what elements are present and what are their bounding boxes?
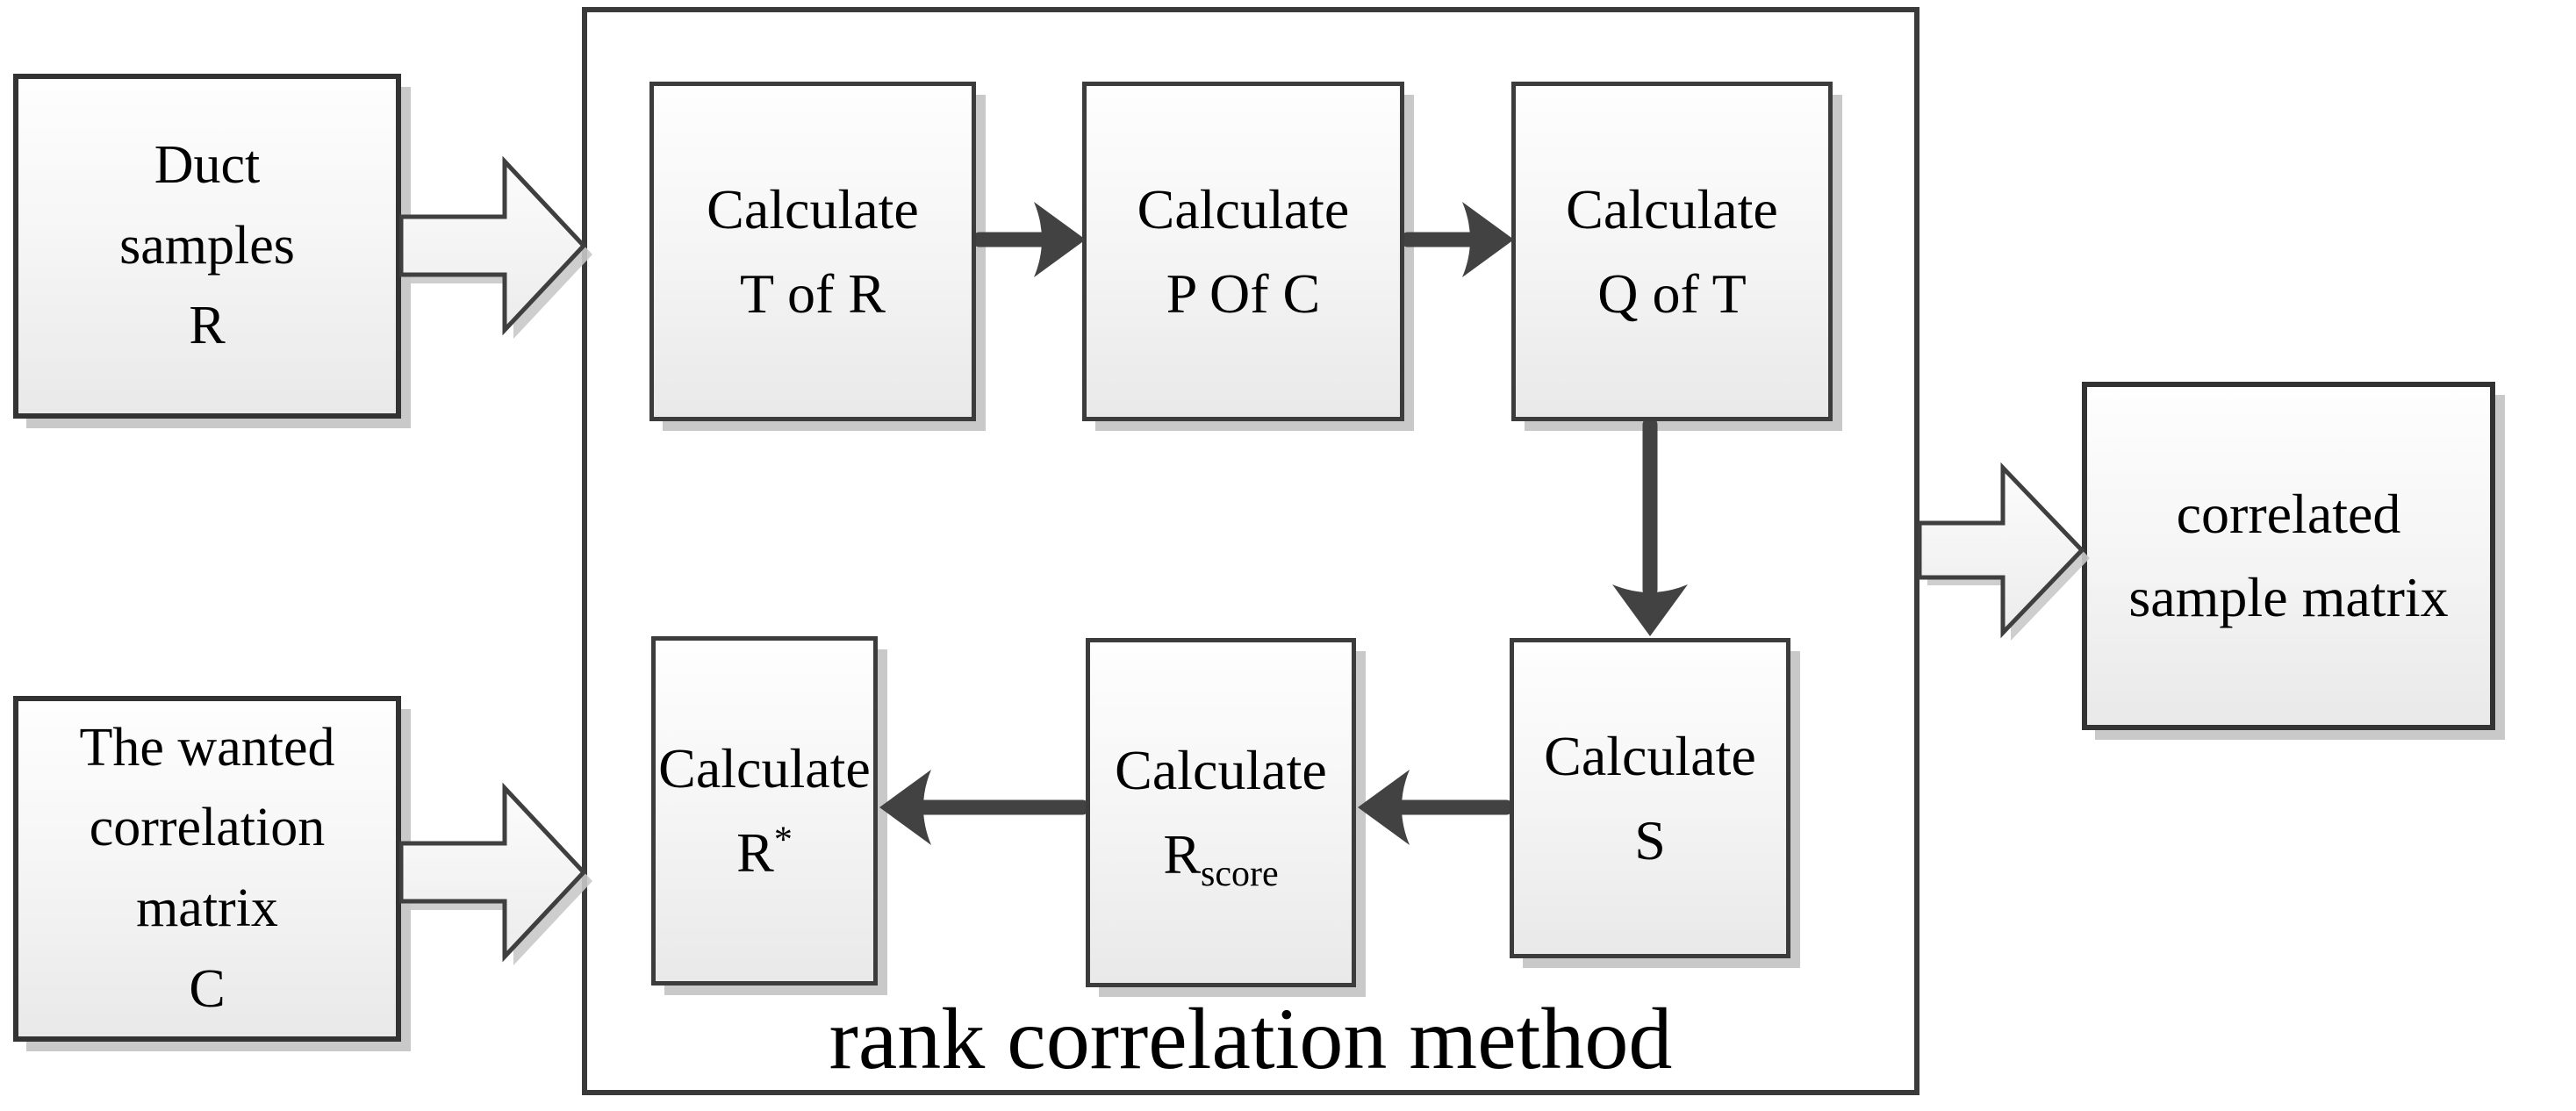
subscript: score (1201, 853, 1279, 894)
node-calc-s: Calculate S (1510, 638, 1790, 958)
node-line: Calculate (707, 177, 919, 240)
node-line: Calculate (658, 737, 871, 799)
node-calc-t-of-r: Calculate T of R (649, 82, 976, 421)
node-line: Calculate (1566, 177, 1778, 240)
arrow-left-rscore-to-rstar-icon (879, 770, 1086, 845)
node-line: Rscore (1163, 823, 1279, 894)
node-calc-q-of-t: Calculate Q of T (1511, 82, 1833, 421)
output-box-correlated-sample-matrix: correlated sample matrix (2082, 382, 2495, 730)
box-line: correlated (2176, 482, 2401, 545)
node-line: Calculate (1137, 177, 1350, 240)
frame-label: rank correlation method (829, 990, 1673, 1087)
node-line: R* (736, 820, 793, 884)
arrow-left-s-to-rscore-icon (1358, 770, 1510, 845)
superscript: * (773, 820, 793, 861)
node-calc-r-star: Calculate R* (651, 636, 878, 986)
arrow-right-t-to-p-icon (976, 202, 1086, 277)
box-line: matrix (136, 878, 278, 938)
node-line: T of R (740, 262, 886, 325)
node-line: Q of T (1597, 262, 1747, 325)
hollow-arrow-duct-to-frame-icon (399, 155, 592, 339)
hollow-arrow-frame-to-output-icon (1918, 462, 2090, 641)
input-box-duct-samples: Duct samples R (13, 74, 401, 419)
input-box-wanted-correlation-matrix: The wanted correlation matrix C (13, 696, 401, 1042)
hollow-arrow-wanted-to-frame-icon (399, 782, 592, 965)
box-line: R (189, 296, 226, 356)
node-line: S (1634, 808, 1666, 871)
box-line: sample matrix (2128, 565, 2449, 628)
node-calc-r-score: Calculate Rscore (1086, 638, 1356, 987)
node-line: P Of C (1166, 262, 1321, 325)
box-line: Duct (154, 134, 261, 195)
node-line: Calculate (1544, 724, 1756, 787)
box-line: C (189, 958, 226, 1019)
arrow-down-q-to-s-icon (1612, 421, 1688, 636)
node-line: Calculate (1115, 739, 1327, 801)
arrow-right-p-to-q-icon (1404, 202, 1514, 277)
box-line: The wanted (79, 717, 335, 778)
box-line: correlation (89, 798, 326, 858)
box-line: samples (119, 215, 295, 276)
node-calc-p-of-c: Calculate P Of C (1082, 82, 1404, 421)
